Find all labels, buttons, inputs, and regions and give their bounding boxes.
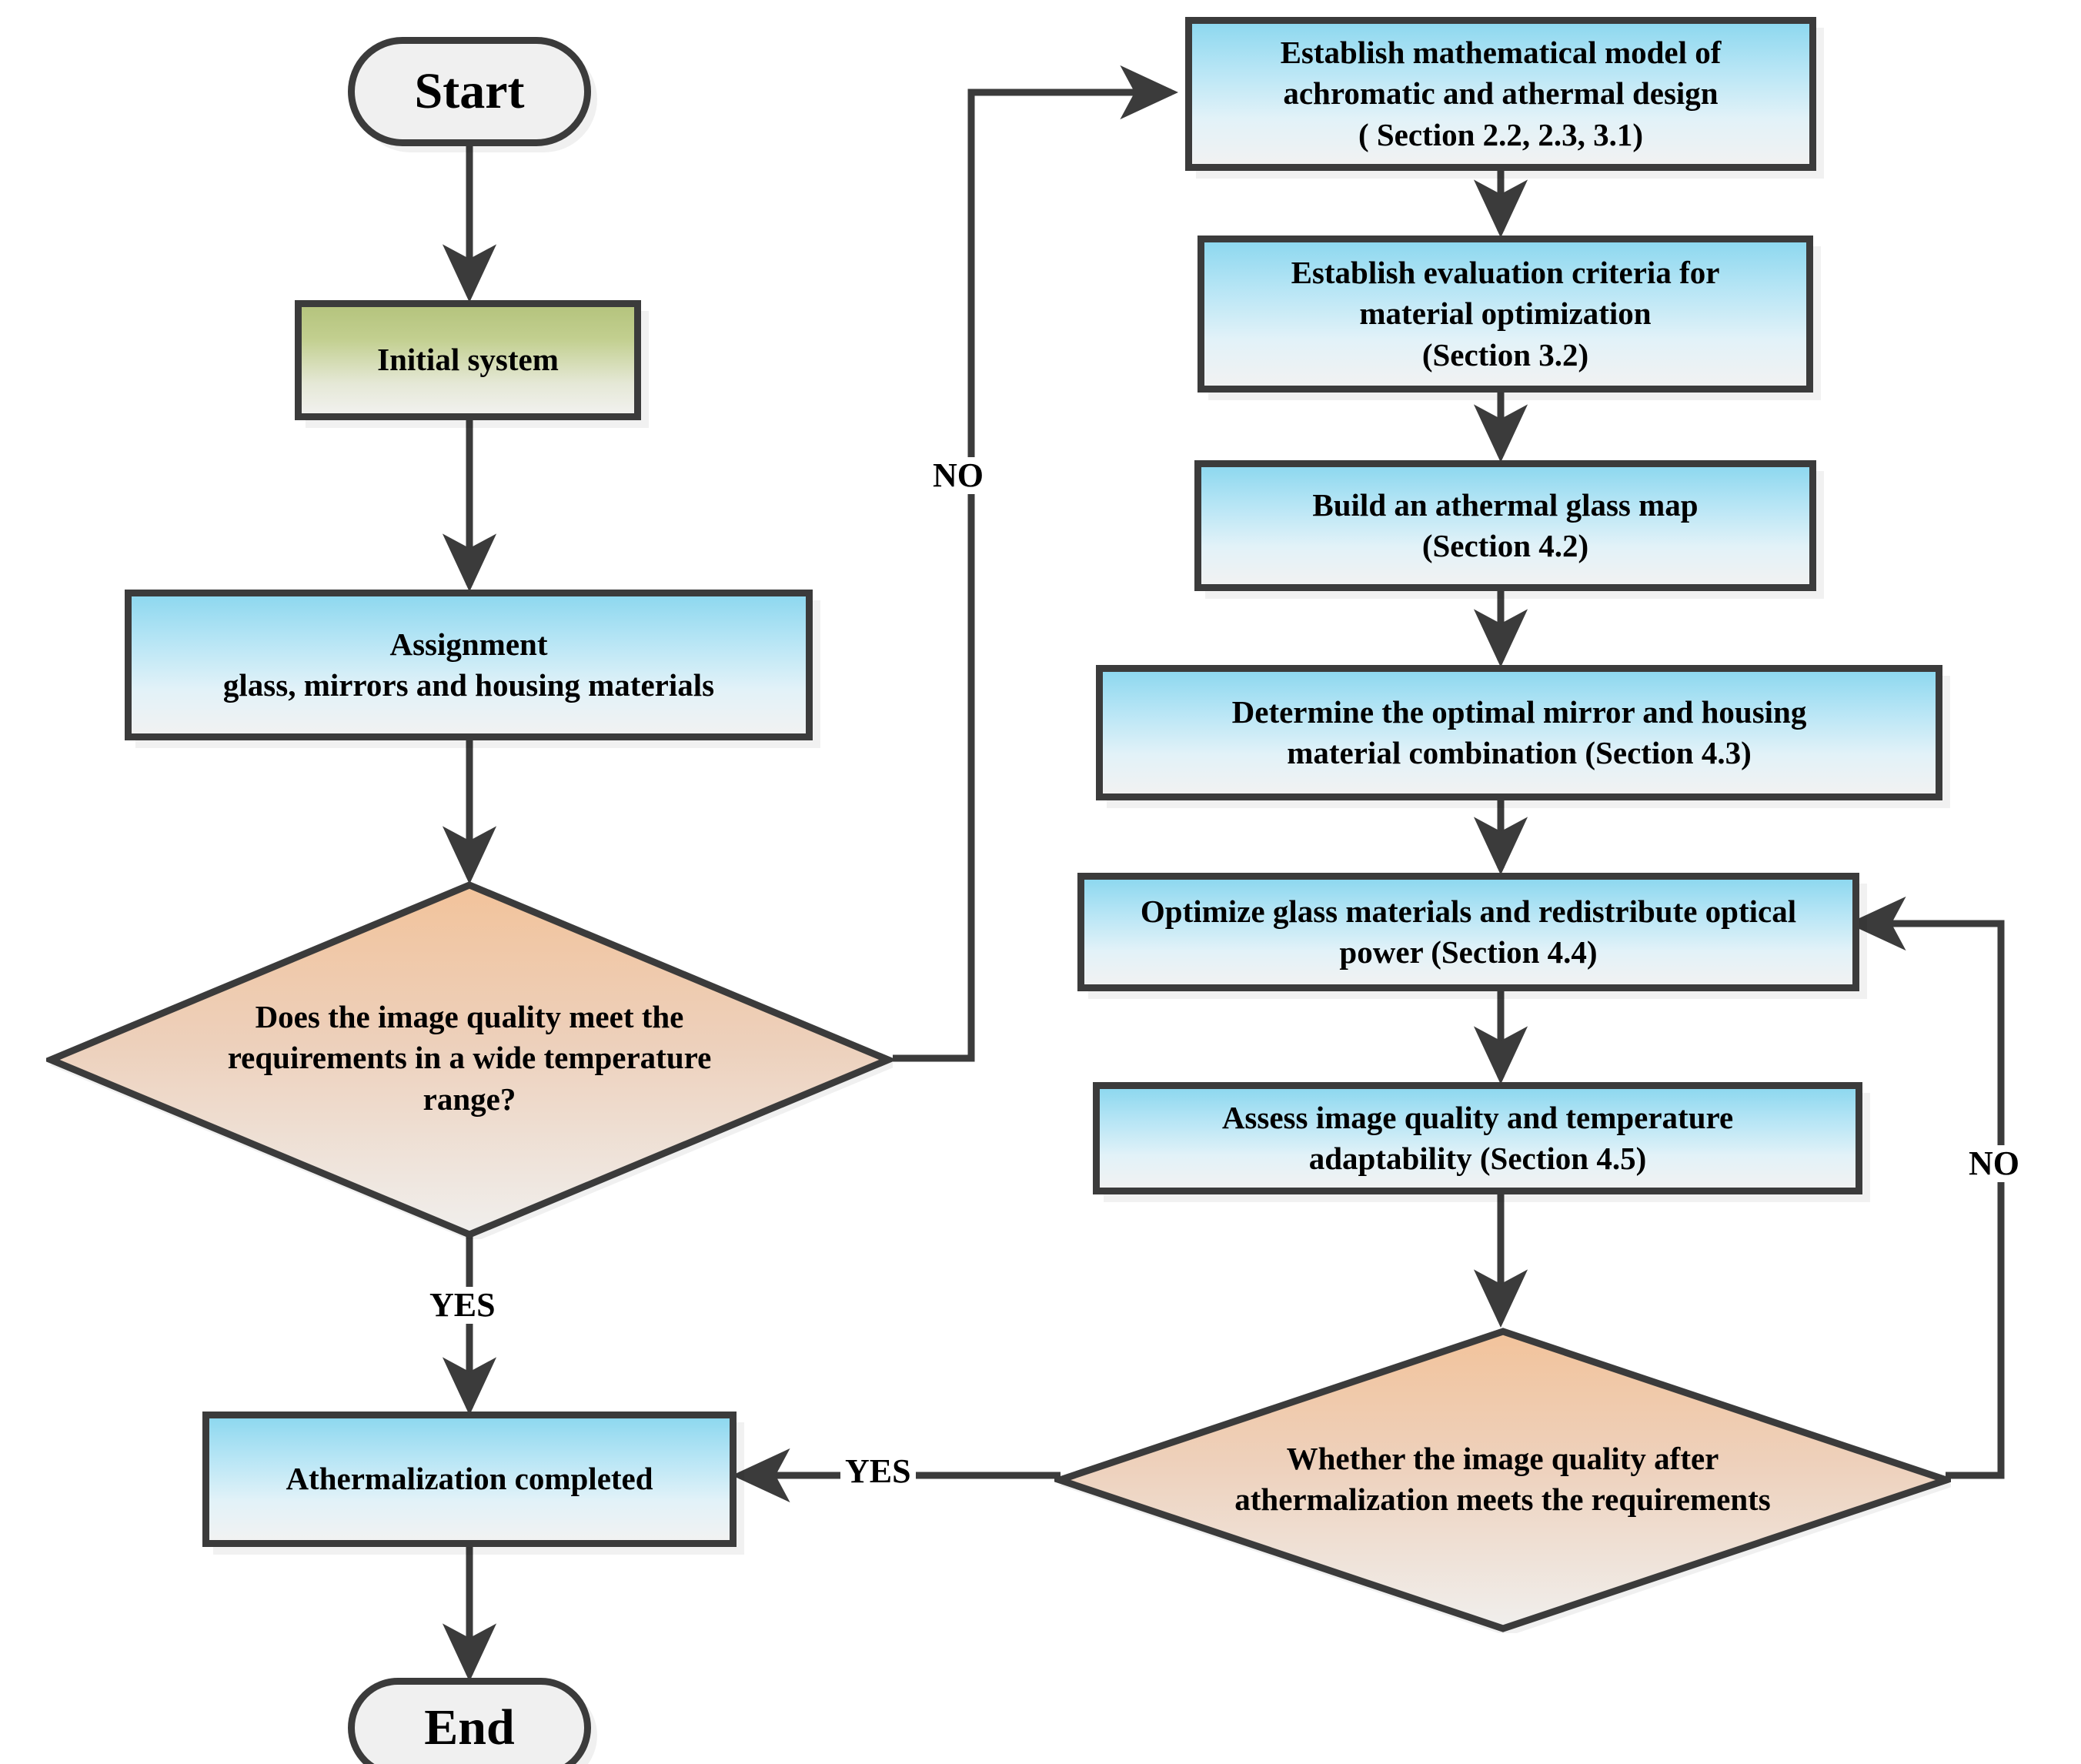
node-mirror-housing-line2: material combination (Section 4.3) bbox=[1287, 735, 1752, 770]
decision1-diamond-shape bbox=[46, 881, 893, 1239]
node-evaluation-criteria[interactable]: Establish evaluation criteria for materi… bbox=[1197, 236, 1813, 393]
node-decision2-line1: Whether the image quality after bbox=[1286, 1440, 1719, 1476]
node-establish-model-text: Establish mathematical model of achromat… bbox=[1281, 32, 1722, 155]
node-end[interactable]: End bbox=[348, 1678, 591, 1764]
node-evaluation-criteria-text: Establish evaluation criteria for materi… bbox=[1291, 252, 1720, 376]
node-evaluation-criteria-line1: Establish evaluation criteria for bbox=[1291, 255, 1720, 291]
node-decision2-line2: athermalization meets the requirements bbox=[1234, 1482, 1771, 1517]
node-assess-quality-line1: Assess image quality and temperature bbox=[1221, 1099, 1734, 1135]
node-decision1-text: Does the image quality meet the requirem… bbox=[92, 997, 847, 1120]
node-assess-quality-text: Assess image quality and temperature ada… bbox=[1222, 1097, 1733, 1180]
node-initial-system-label: Initial system bbox=[377, 342, 559, 378]
node-assess-quality[interactable]: Assess image quality and temperature ada… bbox=[1093, 1082, 1862, 1194]
node-assignment-text: Assignment glass, mirrors and housing ma… bbox=[223, 624, 714, 707]
node-optimize-glass[interactable]: Optimize glass materials and redistribut… bbox=[1077, 873, 1859, 991]
edge-label-no-right: NO bbox=[1964, 1145, 2024, 1182]
node-start[interactable]: Start bbox=[348, 37, 591, 146]
node-decision1-line2: requirements in a wide temperature bbox=[227, 1040, 712, 1076]
node-decision2-text: Whether the image quality after athermal… bbox=[1091, 1438, 1914, 1521]
node-glass-map[interactable]: Build an athermal glass map (Section 4.2… bbox=[1194, 460, 1816, 591]
node-assess-quality-line2: adaptability (Section 4.5) bbox=[1308, 1141, 1647, 1176]
decision2-diamond-shape bbox=[1054, 1328, 1951, 1633]
node-establish-model[interactable]: Establish mathematical model of achromat… bbox=[1185, 17, 1816, 171]
edge-label-yes-bottom: YES bbox=[840, 1453, 916, 1490]
node-mirror-housing-text: Determine the optimal mirror and housing… bbox=[1232, 692, 1807, 774]
node-optimize-glass-text: Optimize glass materials and redistribut… bbox=[1141, 891, 1796, 974]
node-assignment-line1: Assignment bbox=[389, 626, 548, 662]
node-evaluation-criteria-line3: (Section 3.2) bbox=[1421, 336, 1589, 373]
node-athermalization-completed[interactable]: Athermalization completed bbox=[202, 1412, 737, 1547]
node-mirror-housing[interactable]: Determine the optimal mirror and housing… bbox=[1096, 665, 1942, 800]
node-glass-map-line1: Build an athermal glass map bbox=[1312, 486, 1699, 523]
edge-label-no-left: NO bbox=[928, 457, 988, 494]
node-establish-model-line2: achromatic and athermal design bbox=[1283, 75, 1719, 112]
node-decision-image-quality[interactable]: Does the image quality meet the requirem… bbox=[46, 877, 893, 1239]
node-optimize-glass-line2: power (Section 4.4) bbox=[1339, 934, 1598, 970]
node-glass-map-text: Build an athermal glass map (Section 4.2… bbox=[1312, 485, 1698, 567]
node-evaluation-criteria-line2: material optimization bbox=[1359, 296, 1652, 332]
node-establish-model-line1: Establish mathematical model of bbox=[1280, 35, 1722, 71]
node-assignment[interactable]: Assignment glass, mirrors and housing ma… bbox=[125, 590, 813, 740]
node-start-label: Start bbox=[414, 63, 525, 120]
node-end-label: End bbox=[424, 1699, 515, 1756]
node-optimize-glass-line1: Optimize glass materials and redistribut… bbox=[1140, 893, 1797, 929]
node-mirror-housing-line1: Determine the optimal mirror and housing bbox=[1231, 693, 1807, 730]
node-establish-model-line3: ( Section 2.2, 2.3, 3.1) bbox=[1358, 116, 1644, 152]
node-glass-map-line2: (Section 4.2) bbox=[1421, 528, 1589, 563]
edge-label-yes-left: YES bbox=[425, 1287, 500, 1324]
node-decision1-line3: range? bbox=[423, 1081, 516, 1117]
node-decision-athermalization[interactable]: Whether the image quality after athermal… bbox=[1054, 1325, 1951, 1633]
node-initial-system[interactable]: Initial system bbox=[295, 300, 641, 420]
node-decision1-line1: Does the image quality meet the bbox=[255, 999, 684, 1035]
node-assignment-line2: glass, mirrors and housing materials bbox=[222, 667, 715, 703]
node-athermalization-completed-label: Athermalization completed bbox=[286, 1461, 653, 1497]
